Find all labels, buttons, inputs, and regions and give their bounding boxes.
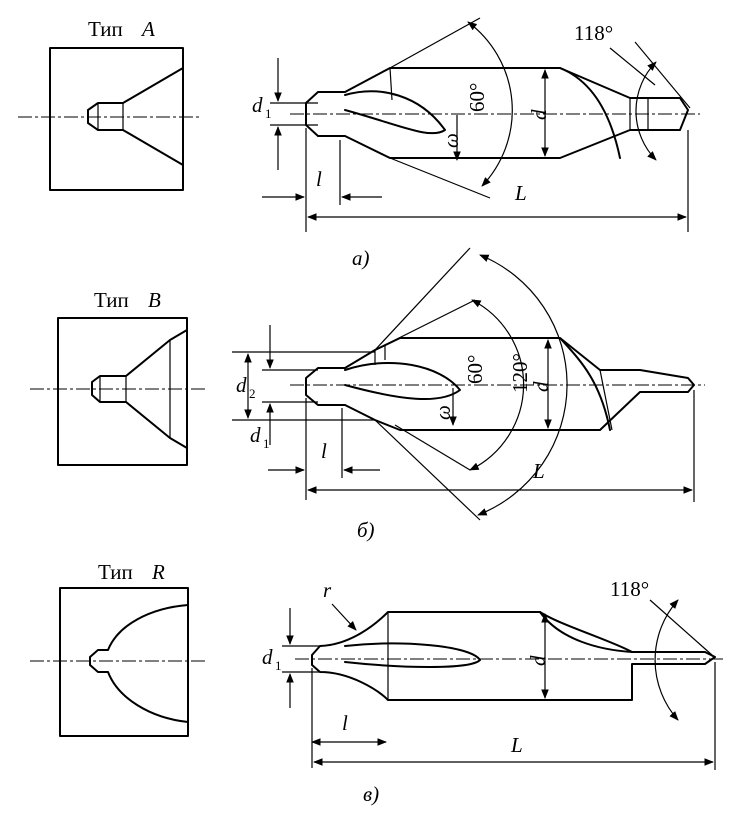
- drill-r-d1-sub: 1: [275, 658, 282, 673]
- type-a-workpiece: [49, 47, 184, 191]
- drill-r-angle-118: 118°: [610, 577, 649, 601]
- drill-b-d2-sub: 2: [249, 386, 256, 401]
- type-r-workpiece: [59, 587, 189, 737]
- drill-b-d1-sub: 1: [263, 436, 270, 451]
- type-b-section: Тип B: [30, 288, 205, 466]
- drill-b: 60° 120° ω d d 2 d 1 l L б): [232, 247, 705, 542]
- drill-b-angle-120: 120°: [508, 353, 532, 393]
- drill-a: 60° ω 118° d d 1 l L a): [252, 17, 700, 270]
- type-a-letter: A: [140, 17, 155, 41]
- drill-b-omega: ω: [431, 405, 455, 420]
- type-b-label: Тип: [94, 288, 129, 312]
- type-r-section: Тип R: [30, 560, 205, 737]
- drill-r-body: [311, 611, 716, 701]
- drill-a-body: [305, 67, 689, 159]
- drill-b-angle-60: 60°: [463, 355, 487, 384]
- drill-b-d1: d: [250, 423, 261, 447]
- drill-b-d2: d: [236, 373, 247, 397]
- drill-b-l: l: [321, 439, 327, 463]
- type-a-label: Тип: [88, 17, 123, 41]
- drill-a-angle-118: 118°: [574, 21, 613, 45]
- type-r-label: Тип: [98, 560, 133, 584]
- caption-a: a): [352, 246, 370, 270]
- drill-a-omega: ω: [439, 133, 463, 148]
- drill-r-d: d: [526, 655, 550, 666]
- drill-r: r 118° d d 1 l L в): [262, 577, 725, 806]
- drill-a-l: l: [316, 167, 322, 191]
- type-b-letter: B: [148, 288, 161, 312]
- drill-a-angle-60: 60°: [465, 83, 489, 112]
- drill-a-d1: d: [252, 93, 263, 117]
- drill-r-l: l: [342, 711, 348, 735]
- drill-r-L: L: [510, 733, 523, 757]
- drill-r-radius: r: [323, 578, 332, 602]
- drill-b-L: L: [532, 459, 545, 483]
- type-b-workpiece: [57, 317, 188, 466]
- caption-b: б): [357, 518, 375, 542]
- type-a-section: Тип A: [18, 17, 200, 191]
- drill-a-d: d: [527, 109, 551, 120]
- type-r-center-hole: [89, 604, 189, 723]
- drill-b-d: d: [529, 381, 553, 392]
- drill-a-L: L: [514, 181, 527, 205]
- caption-v: в): [363, 782, 379, 806]
- drill-a-d1-sub: 1: [265, 106, 272, 121]
- type-r-letter: R: [151, 560, 165, 584]
- drill-r-d1: d: [262, 645, 273, 669]
